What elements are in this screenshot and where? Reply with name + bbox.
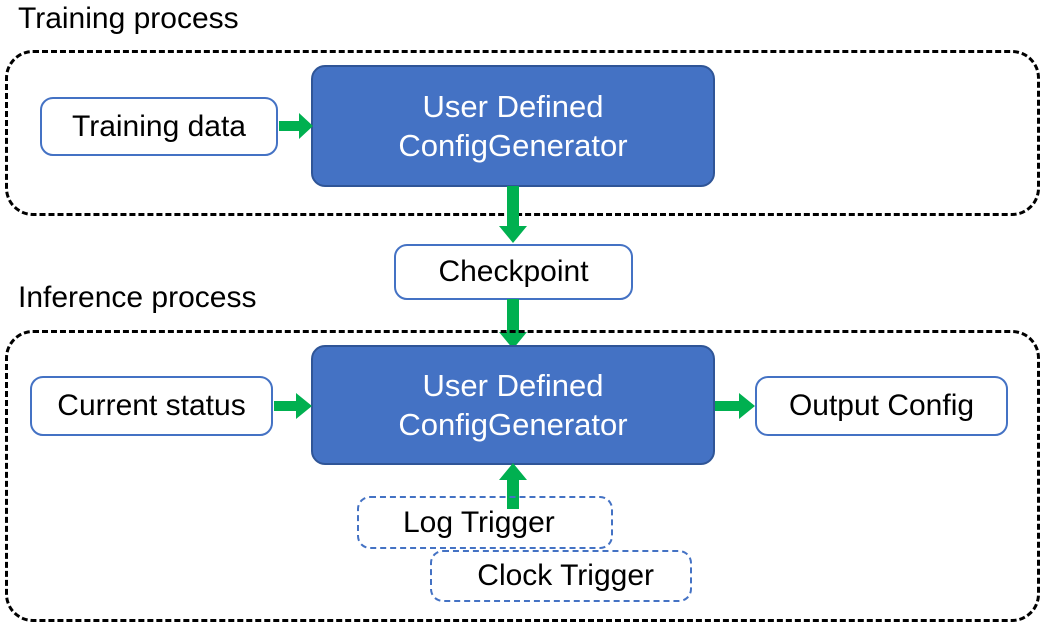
training-process-caption: Training process <box>18 2 239 35</box>
arrow-process-to-output-config <box>715 390 757 422</box>
training-data-box[interactable]: Training data <box>40 97 278 156</box>
training-config-generator-label: User Defined ConfigGenerator <box>398 89 628 163</box>
inference-process-caption: Inference process <box>18 281 257 314</box>
training-process-group <box>5 50 1040 216</box>
arrow-checkpoint-to-inference-process <box>497 299 529 351</box>
current-status-box[interactable]: Current status <box>30 376 273 436</box>
arrow-current-status-to-process <box>274 390 314 422</box>
inference-config-generator-label: User Defined ConfigGenerator <box>398 368 628 442</box>
arrow-training-process-to-checkpoint <box>497 186 529 246</box>
output-config-box[interactable]: Output Config <box>755 376 1008 436</box>
log-trigger-box[interactable]: Log Trigger <box>357 496 613 549</box>
clock-trigger-box[interactable]: Clock Trigger <box>430 550 692 602</box>
training-config-generator-box[interactable]: User Defined ConfigGenerator <box>311 65 715 187</box>
inference-process-group <box>5 330 1040 622</box>
arrow-training-data-to-process <box>279 110 315 142</box>
checkpoint-box[interactable]: Checkpoint <box>394 244 633 300</box>
inference-config-generator-box[interactable]: User Defined ConfigGenerator <box>311 345 715 465</box>
arrow-triggers-to-process <box>497 463 529 511</box>
